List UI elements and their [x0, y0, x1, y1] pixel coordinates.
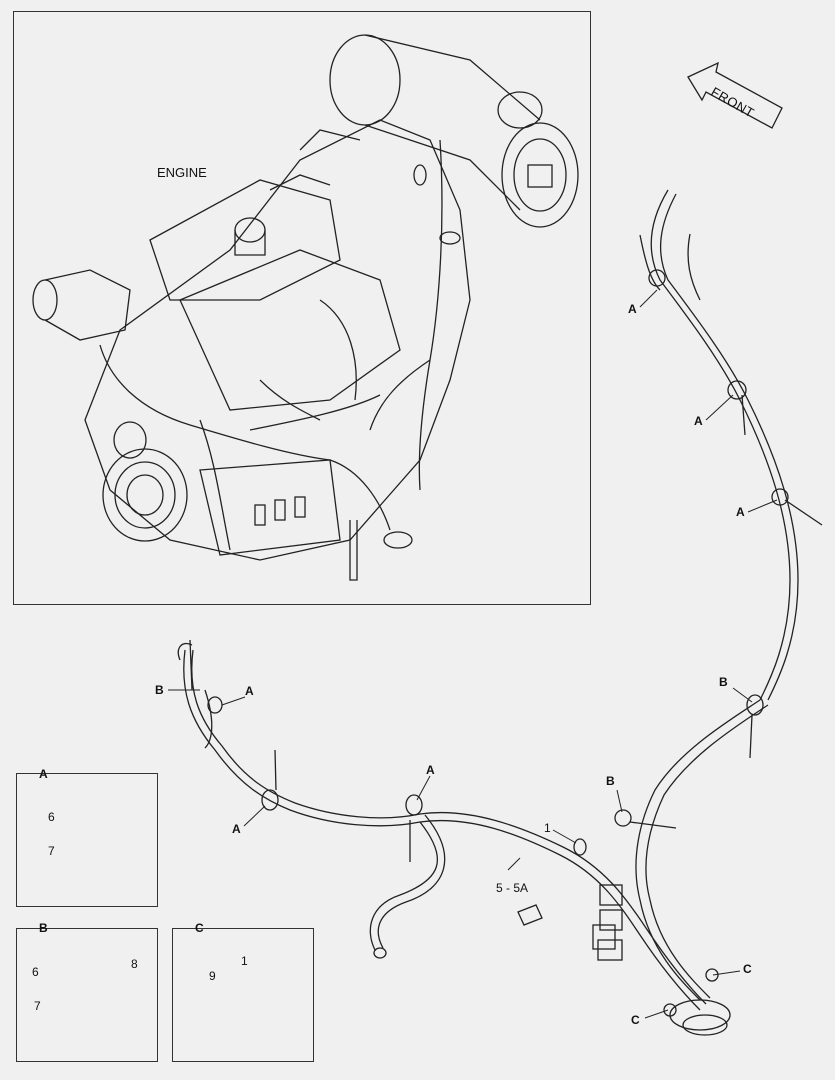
detail-b-part-6: 6 [32, 965, 39, 979]
detail-c-part-9: 9 [209, 969, 216, 983]
harness-lines [177, 189, 823, 1036]
detail-box-a-title: A [39, 767, 48, 781]
leader-lines [168, 289, 778, 1019]
callout-c: C [743, 962, 752, 976]
detail-box-c [172, 928, 314, 1062]
callout-a: A [232, 822, 241, 836]
callout-b: B [606, 774, 615, 788]
detail-c-part-1: 1 [241, 954, 248, 968]
detail-box-c-title: C [195, 921, 204, 935]
detail-a-part-6: 6 [48, 810, 55, 824]
callout-a: A [736, 505, 745, 519]
detail-b-part-8: 8 [131, 957, 138, 971]
callout-a: A [694, 414, 703, 428]
callout-a: A [426, 763, 435, 777]
detail-a-part-7: 7 [48, 844, 55, 858]
callout-a: A [245, 684, 254, 698]
detail-box-b-title: B [39, 921, 48, 935]
engine-panel [13, 11, 591, 605]
callout-part-1: 1 [544, 821, 551, 835]
detail-box-b [16, 928, 158, 1062]
detail-box-a [16, 773, 158, 907]
callout-part-5: 5 - 5A [496, 881, 529, 895]
callout-c: C [631, 1013, 640, 1027]
front-arrow-icon [687, 61, 783, 129]
callout-b: B [155, 683, 164, 697]
engine-label: ENGINE [157, 165, 207, 180]
callout-a: A [628, 302, 637, 316]
detail-b-part-7: 7 [34, 999, 41, 1013]
callout-b: B [719, 675, 728, 689]
